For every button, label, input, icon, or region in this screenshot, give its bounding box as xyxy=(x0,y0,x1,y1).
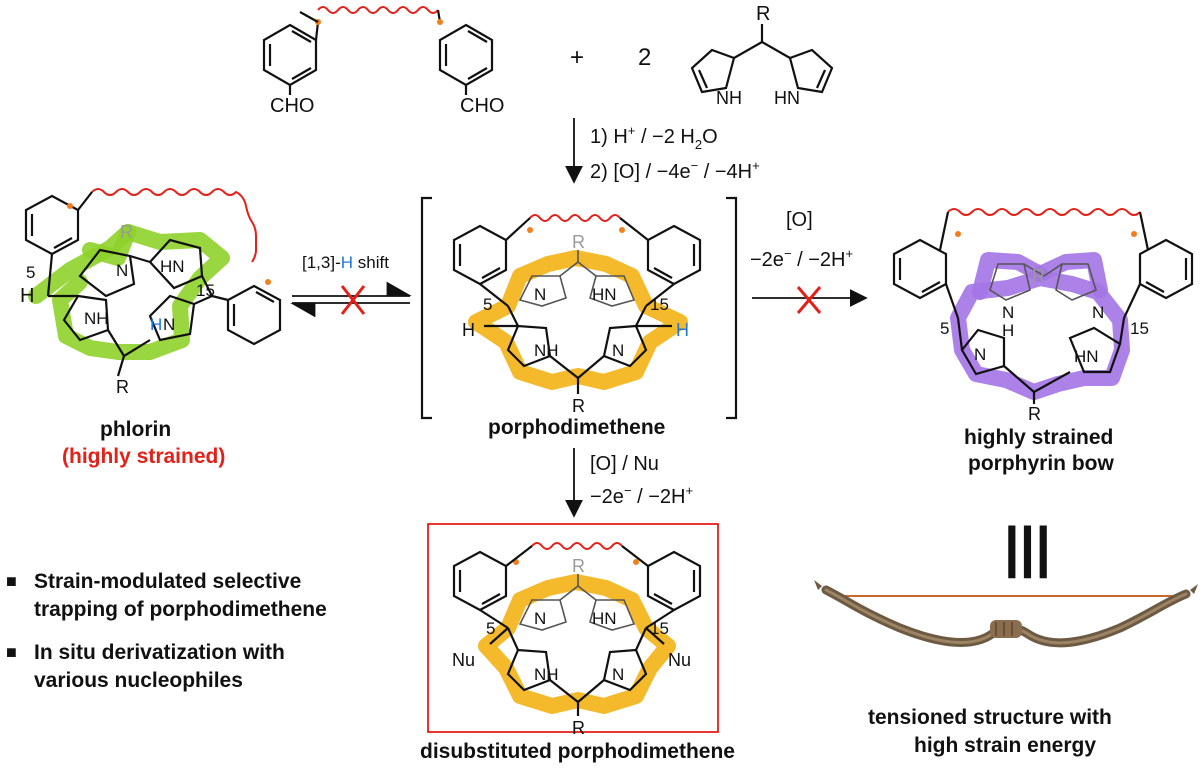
nh-label: NH xyxy=(716,88,742,108)
svg-text:NH: NH xyxy=(534,665,559,684)
shift-label: [1,3]-H shift xyxy=(302,253,389,272)
svg-text:15: 15 xyxy=(650,619,669,638)
svg-text:R: R xyxy=(120,222,133,242)
svg-text:HN: HN xyxy=(592,285,617,304)
phenyl-left xyxy=(452,224,508,286)
svg-text:N: N xyxy=(1092,303,1104,322)
benzene-ring-left xyxy=(262,23,318,87)
condition-step2: 2) [O] / −4e− / −4H+ xyxy=(590,158,760,183)
svg-text:N: N xyxy=(612,341,624,360)
stoichiometric-coefficient: 2 xyxy=(638,44,651,71)
wavy-linker xyxy=(529,214,621,222)
svg-text:N: N xyxy=(974,345,986,364)
svg-text:R: R xyxy=(1028,404,1041,424)
pyrrole-ring-left xyxy=(690,48,736,94)
bow-illustration xyxy=(814,580,1198,648)
bow-porphyrin-label-line2: porphyrin bow xyxy=(968,452,1114,475)
svg-text:R: R xyxy=(572,718,585,738)
bow-porphyrin-label-line1: highly strained xyxy=(964,426,1113,449)
cho-label-right: CHO xyxy=(460,95,504,117)
phlorin-label: phlorin xyxy=(100,418,171,441)
condition-step1: 1) H+ / −2 H2O xyxy=(590,123,718,152)
svg-text:15: 15 xyxy=(1130,319,1149,338)
bullet-1-line2: trapping of porphodimethene xyxy=(34,598,327,621)
bullet-marker: ■ xyxy=(6,571,17,591)
cho-label-left: CHO xyxy=(270,95,314,117)
phenyl-right xyxy=(1138,238,1194,300)
svg-text:H: H xyxy=(676,320,689,340)
svg-text:HN: HN xyxy=(592,609,617,628)
blocked-cross-right xyxy=(796,286,822,314)
svg-text:R: R xyxy=(1032,266,1045,286)
porphyrin-bow-structure: 5 15 R R N H N N HN xyxy=(892,208,1194,424)
dialdehyde-reagent: CHO CHO xyxy=(262,6,504,117)
phlorin-strain-note: (highly strained) xyxy=(62,445,225,468)
yellow-highlight xyxy=(468,250,688,390)
phenyl-left xyxy=(892,238,948,300)
equivalence-symbol: ||| xyxy=(1004,515,1051,579)
disubstituted-structure: 5 15 Nu Nu R R N HN NH N xyxy=(452,542,702,738)
pyrrole-ring-right xyxy=(788,48,834,94)
wavy-linker xyxy=(91,188,257,263)
hn-label: HN xyxy=(774,88,800,108)
oxidation-right-line1: [O] xyxy=(786,209,813,231)
svg-text:5: 5 xyxy=(486,619,495,638)
svg-text:5: 5 xyxy=(940,319,949,338)
bullet-2-line1: In situ derivatization with xyxy=(34,641,285,664)
phenyl-right xyxy=(646,224,702,286)
svg-text:R: R xyxy=(572,556,585,576)
svg-text:R: R xyxy=(572,232,585,252)
product-highlight-box xyxy=(427,523,719,733)
svg-text:H: H xyxy=(1002,321,1014,340)
svg-text:15: 15 xyxy=(196,281,215,300)
svg-text:Nu: Nu xyxy=(452,650,475,670)
svg-text:NH: NH xyxy=(84,309,109,328)
svg-text:H: H xyxy=(462,320,475,340)
attachment-dot xyxy=(437,19,443,25)
svg-text:HN: HN xyxy=(1074,347,1099,366)
svg-text:H: H xyxy=(150,315,162,334)
porphodimethene-bracket xyxy=(420,196,738,420)
disubstituted-label: disubstituted porphodimethene xyxy=(420,740,735,763)
r-label: R xyxy=(756,3,770,25)
svg-text:N: N xyxy=(116,261,128,280)
svg-text:5: 5 xyxy=(483,295,492,314)
bullet-1-line1: Strain-modulated selective xyxy=(34,570,301,593)
porphodimethene-structure: H H 5 15 R R N HN NH N xyxy=(452,214,702,416)
svg-text:N: N xyxy=(534,285,546,304)
svg-text:N: N xyxy=(1002,303,1014,322)
svg-text:5: 5 xyxy=(26,263,35,282)
bow-grip xyxy=(990,620,1022,638)
phenyl-right xyxy=(226,284,282,346)
oxidation-down-line1: [O] / Nu xyxy=(590,453,659,475)
svg-text:HN: HN xyxy=(160,257,185,276)
phlorin-structure: H 5 15 R R N HN NH H N xyxy=(20,188,282,397)
porphodimethene-label: porphodimethene xyxy=(488,416,665,439)
bow-caption-line1: tensioned structure with xyxy=(868,706,1112,729)
wavy-linker xyxy=(947,208,1141,216)
svg-text:NH: NH xyxy=(534,341,559,360)
svg-text:15: 15 xyxy=(650,295,669,314)
svg-text:R: R xyxy=(116,377,129,397)
svg-text:N: N xyxy=(163,315,175,334)
plus-sign: + xyxy=(570,44,584,71)
svg-text:R: R xyxy=(572,396,585,416)
svg-text:N: N xyxy=(612,665,624,684)
blocked-cross-left xyxy=(340,285,366,315)
oxidation-down-line2: −2e− / −2H+ xyxy=(590,483,693,508)
dipyrromethane-reagent: R NH HN xyxy=(690,3,834,108)
benzene-ring-right xyxy=(438,23,494,87)
wavy-linker-top xyxy=(317,6,439,14)
bullet-list: ■ Strain-modulated selective trapping of… xyxy=(6,570,327,692)
bow-caption-line2: high strain energy xyxy=(914,734,1096,757)
bullet-2-line2: various nucleophiles xyxy=(34,669,243,692)
svg-text:H: H xyxy=(20,285,34,307)
bullet-marker: ■ xyxy=(6,642,17,662)
svg-text:N: N xyxy=(534,609,546,628)
oxidation-right-line2: −2e− / −2H+ xyxy=(750,246,853,271)
svg-text:Nu: Nu xyxy=(668,650,691,670)
purple-highlight xyxy=(950,270,1130,400)
